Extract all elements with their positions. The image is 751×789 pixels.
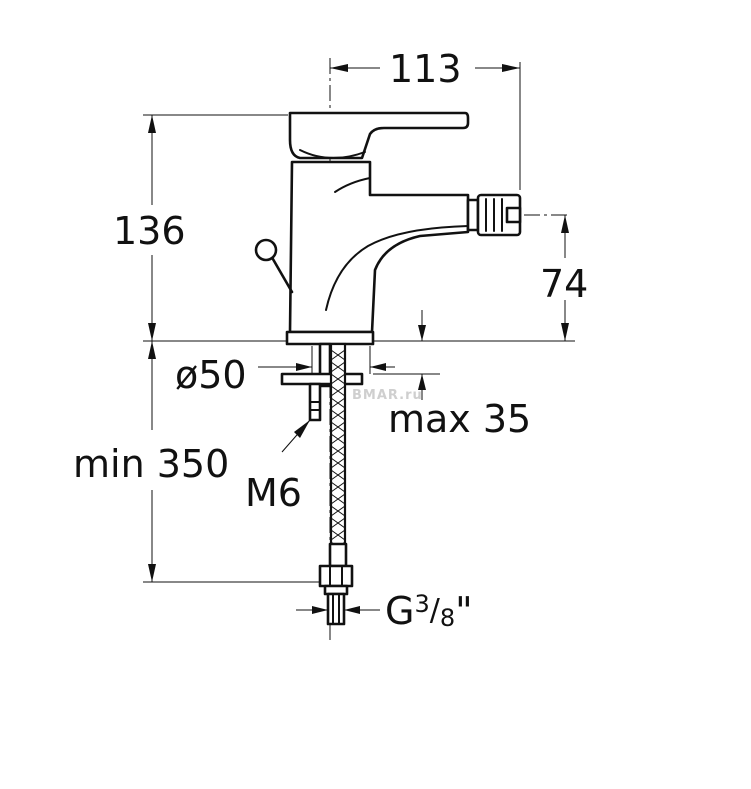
label-g-den: 8 [440,604,455,632]
arrow-m6 [294,420,310,438]
handle-cap-edge [299,149,366,160]
hose-nut [318,564,354,588]
dimension-diameter-50: ø50 [175,346,395,397]
hose-ferrule [328,542,348,568]
spout-collar [466,198,480,232]
lever-handle [288,111,470,160]
hose-braid-b [330,349,346,553]
arrow-35-bottom [418,374,426,390]
mixer-body [285,111,522,346]
popup-rod [268,252,294,294]
hose-nut-flats [329,565,343,587]
label-74: 74 [540,262,588,306]
label-diameter-50: ø50 [175,353,247,397]
leader-m6: M6 [245,419,311,515]
arrow-g-right [344,606,360,614]
arrow-113-right [502,64,520,72]
label-136: 136 [113,209,186,253]
mounting-hardware [280,342,364,422]
arrow-350-bottom [148,564,156,582]
arrow-136-top [148,115,156,133]
arrow-g-left [312,606,328,614]
label-m6: M6 [245,471,302,515]
dimension-connection-thread: G3/8" [296,589,473,633]
body-column [288,160,470,334]
arrow-113-left [330,64,348,72]
label-g-prefix: G [385,589,414,633]
label-113: 113 [389,47,462,91]
dimension-74: 74 [373,215,588,342]
hose-connector [326,592,346,626]
arrow-74-bottom [561,323,569,341]
label-min-350: min 350 [73,442,229,486]
arrow-350-top [148,341,156,359]
fixing-plate [280,372,364,386]
watermark: BMAR.ru [352,388,423,403]
label-connection-thread: G3/8" [385,589,473,633]
arrow-136-bottom [148,323,156,341]
m6-rod-thread [309,401,321,411]
arrow-50-left [296,363,312,371]
label-max-35: max 35 [388,397,531,441]
mixer-base [285,330,375,346]
hose-connector-lines [332,593,340,625]
label-g-sep: / [430,593,441,628]
label-g-suffix: " [455,589,472,633]
dimension-113: 113 [330,47,521,190]
arrow-35-top [418,325,426,341]
arrow-74-top [561,215,569,233]
label-g-num: 3 [414,590,429,618]
spray-head-grip [485,198,503,232]
flexible-hose [318,342,354,626]
dimension-max-35: max 35 [373,310,531,441]
dimension-min-350: min 350 [73,341,320,583]
popup-knob-head [254,238,278,262]
arrow-50-right [370,363,386,371]
body-contour-top [334,177,371,193]
spray-nozzle [505,206,522,224]
body-contour-sweep [325,225,469,311]
dimension-136: 136 [113,114,288,342]
popup-knob [254,238,294,294]
